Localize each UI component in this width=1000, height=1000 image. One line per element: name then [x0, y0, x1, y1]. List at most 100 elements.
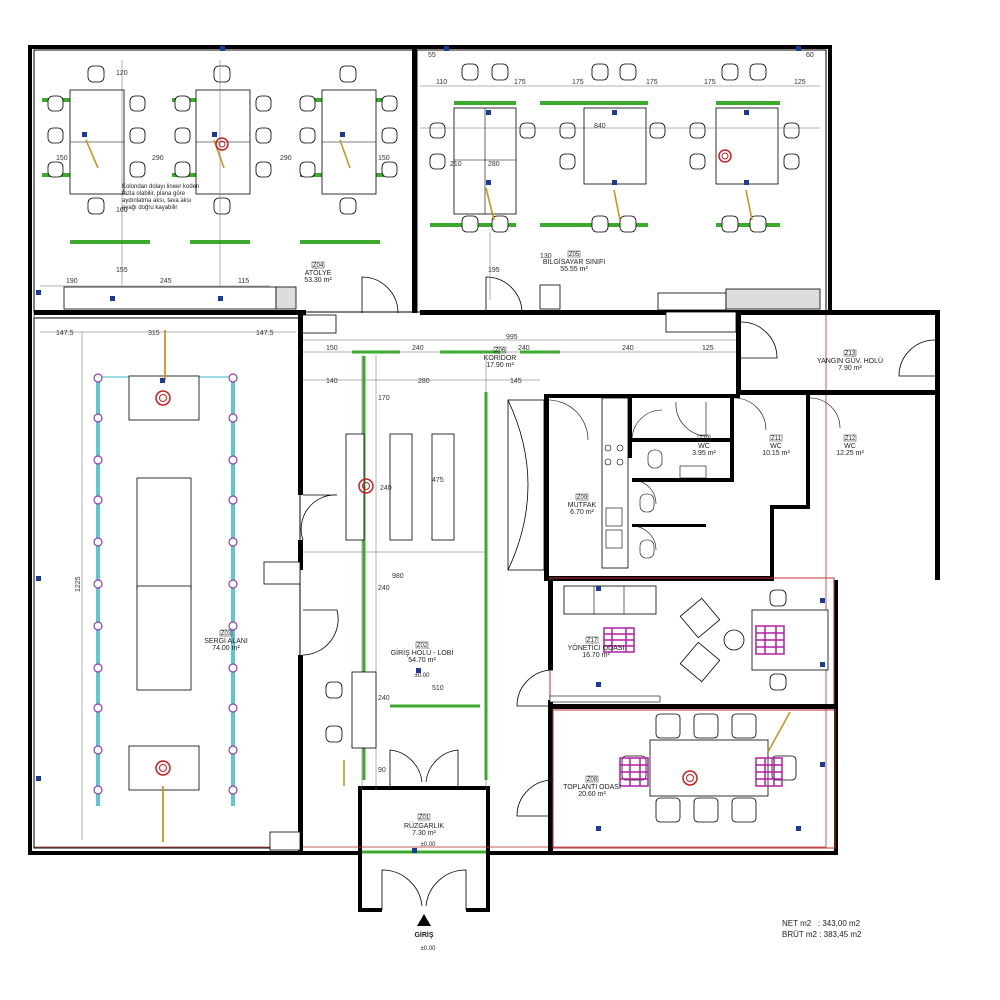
svg-text:GİRİŞ: GİRİŞ — [414, 931, 433, 939]
svg-text:fazla olabilir, plana göre: fazla olabilir, plana göre — [122, 191, 186, 197]
svg-text:315: 315 — [148, 330, 160, 337]
svg-text:175: 175 — [646, 79, 658, 86]
svg-text:195: 195 — [488, 267, 500, 274]
room-label-fire-hall: Z13 YANGIN GÜV. HOLÜ 7.90 m² — [817, 349, 883, 372]
windbreak: Z01 RÜZGARLIK 7.30 m² ±0.00 — [362, 813, 486, 910]
svg-text:145: 145 — [510, 378, 522, 385]
svg-text:ayağı doğru kayabilir: ayağı doğru kayabilir — [122, 205, 177, 211]
svg-text:Z06: Z06 — [495, 348, 506, 354]
svg-text:55: 55 — [428, 52, 436, 59]
svg-text:Z12: Z12 — [845, 436, 856, 442]
svg-text:Z05: Z05 — [569, 252, 580, 258]
svg-text:ATÖLYE: ATÖLYE — [305, 269, 332, 277]
svg-text:147.5: 147.5 — [56, 330, 74, 337]
outlet-markers — [36, 46, 825, 853]
svg-text:55.55 m²: 55.55 m² — [560, 266, 588, 273]
svg-text:175: 175 — [514, 79, 526, 86]
svg-text:290: 290 — [280, 155, 292, 162]
svg-text:7.30 m²: 7.30 m² — [412, 830, 436, 837]
room-label-meeting: Z08 TOPLANTI ODASI 20.60 m² — [563, 775, 621, 798]
svg-text:74.00 m²: 74.00 m² — [212, 645, 240, 652]
svg-text:Z02: Z02 — [417, 643, 428, 649]
svg-text:16.70 m²: 16.70 m² — [582, 652, 610, 659]
gross-area-value: : 383,45 m2 — [819, 930, 862, 939]
svg-text:245: 245 — [160, 278, 172, 285]
svg-text:10.15 m²: 10.15 m² — [762, 450, 790, 457]
svg-text:1225: 1225 — [75, 576, 82, 592]
fire-safety-hall: Z13 YANGIN GÜV. HOLÜ 7.90 m² — [736, 310, 940, 580]
svg-text:20.60 m²: 20.60 m² — [578, 791, 606, 798]
wc-block: Z10 WC 3.95 m² Z11 WC 10.15 m² Z12 WC 12… — [544, 394, 864, 581]
svg-text:150: 150 — [56, 155, 68, 162]
svg-text:YANGIN GÜV. HOLÜ: YANGIN GÜV. HOLÜ — [817, 357, 883, 365]
svg-text:aydınlatma aksı, tava aksı: aydınlatma aksı, tava aksı — [122, 198, 192, 204]
manager-room: Z17 YÖNETİCİ ODASI 16.70 m² — [516, 577, 838, 855]
meeting-room: Z08 TOPLANTI ODASI 20.60 m² — [516, 709, 836, 849]
svg-text:SERGİ ALANI: SERGİ ALANI — [204, 636, 248, 645]
svg-text:150: 150 — [378, 155, 390, 162]
svg-text:240: 240 — [518, 345, 530, 352]
room-label-lobby: Z02 GİRİŞ HOLÜ - LOBİ 54.70 m² ±0.00 — [391, 641, 453, 679]
svg-text:WC: WC — [698, 443, 710, 450]
gross-area-label: BRÜT m2 — [782, 930, 817, 939]
svg-text:Z01: Z01 — [419, 815, 430, 821]
svg-text:6.70 m²: 6.70 m² — [570, 509, 594, 516]
svg-text:175: 175 — [572, 79, 584, 86]
svg-text:54.70 m²: 54.70 m² — [408, 657, 436, 664]
net-area-value: : 343,00 m2 — [817, 919, 861, 928]
svg-text:190: 190 — [66, 278, 78, 285]
svg-text:125: 125 — [794, 79, 806, 86]
svg-text:170: 170 — [378, 395, 390, 402]
svg-text:210: 210 — [450, 161, 462, 168]
svg-text:240: 240 — [412, 345, 424, 352]
doors-top — [361, 276, 523, 314]
svg-text:150: 150 — [326, 345, 338, 352]
svg-text:840: 840 — [594, 123, 606, 130]
corridor: 995 150 240 240 240 125 140 280 145 Z06 … — [299, 311, 737, 385]
svg-text:240: 240 — [622, 345, 634, 352]
svg-text:115: 115 — [238, 278, 249, 285]
svg-text:240: 240 — [378, 695, 390, 702]
svg-text:Kolondan dolayı lineer koden: Kolondan dolayı lineer koden — [122, 184, 199, 190]
svg-text:Z11: Z11 — [771, 436, 782, 442]
svg-text:90: 90 — [378, 767, 386, 774]
svg-text:WC: WC — [770, 443, 782, 450]
entrance-arrow-icon — [417, 914, 431, 926]
room-label-wc1: Z10 WC 3.95 m² — [692, 434, 717, 457]
svg-text:995: 995 — [506, 334, 518, 341]
entrance-marker: GİRİŞ ±0.00 — [414, 914, 436, 952]
svg-text:130: 130 — [540, 253, 552, 260]
svg-text:Z08: Z08 — [587, 777, 598, 783]
svg-text:3.95 m²: 3.95 m² — [692, 450, 716, 457]
svg-text:Z17: Z17 — [587, 638, 598, 644]
room-label-corridor: Z06 KORİDOR 17.90 m² — [484, 346, 516, 369]
room-label-windbreak: Z01 RÜZGARLIK 7.30 m² ±0.00 — [404, 813, 444, 848]
svg-text:290: 290 — [152, 155, 164, 162]
svg-text:WC: WC — [844, 443, 856, 450]
room-label-wc2: Z11 WC 10.15 m² — [762, 434, 790, 457]
svg-text:Z13: Z13 — [845, 351, 856, 357]
gross-area: BRÜT m2 : 383,45 m2 — [782, 929, 861, 940]
net-area: NET m2 : 343,00 m2 — [782, 918, 861, 929]
svg-text:±0.00: ±0.00 — [421, 946, 437, 952]
svg-text:TOPLANTI ODASI: TOPLANTI ODASI — [563, 784, 621, 791]
svg-text:60: 60 — [806, 52, 814, 59]
computer-class-room: 110 175 175 175 175 125 840 280 210 195 … — [416, 49, 827, 315]
svg-text:147.5: 147.5 — [256, 330, 274, 337]
room-label-exhibition: Z03 SERGİ ALANI 74.00 m² — [204, 629, 248, 652]
svg-text:475: 475 — [432, 477, 444, 484]
room-label-manager: Z17 YÖNETİCİ ODASI 16.70 m² — [568, 636, 625, 659]
svg-text:Z04: Z04 — [313, 263, 324, 269]
workshop-room: Kolondan dolayı lineer koden fazla olabi… — [33, 45, 417, 315]
svg-text:Z10: Z10 — [699, 436, 710, 442]
exhibition-room: 147.5 315 147.5 1225 Z03 SERGİ ALANI 74.… — [33, 315, 339, 851]
room-label-workshop: Z04 ATÖLYE 53.30 m² — [304, 261, 332, 284]
lighting-note: Kolondan dolayı lineer koden fazla olabi… — [122, 184, 199, 211]
svg-text:YÖNETİCİ ODASI: YÖNETİCİ ODASI — [568, 643, 625, 652]
room-label-wc3: Z12 WC 12.25 m² — [836, 434, 864, 457]
svg-text:12.25 m²: 12.25 m² — [836, 450, 864, 457]
room-label-kitchen: Z09 MUTFAK 6.70 m² — [568, 493, 597, 516]
net-area-label: NET m2 — [782, 919, 812, 928]
svg-text:Z09: Z09 — [577, 495, 588, 501]
svg-text:240: 240 — [378, 585, 390, 592]
